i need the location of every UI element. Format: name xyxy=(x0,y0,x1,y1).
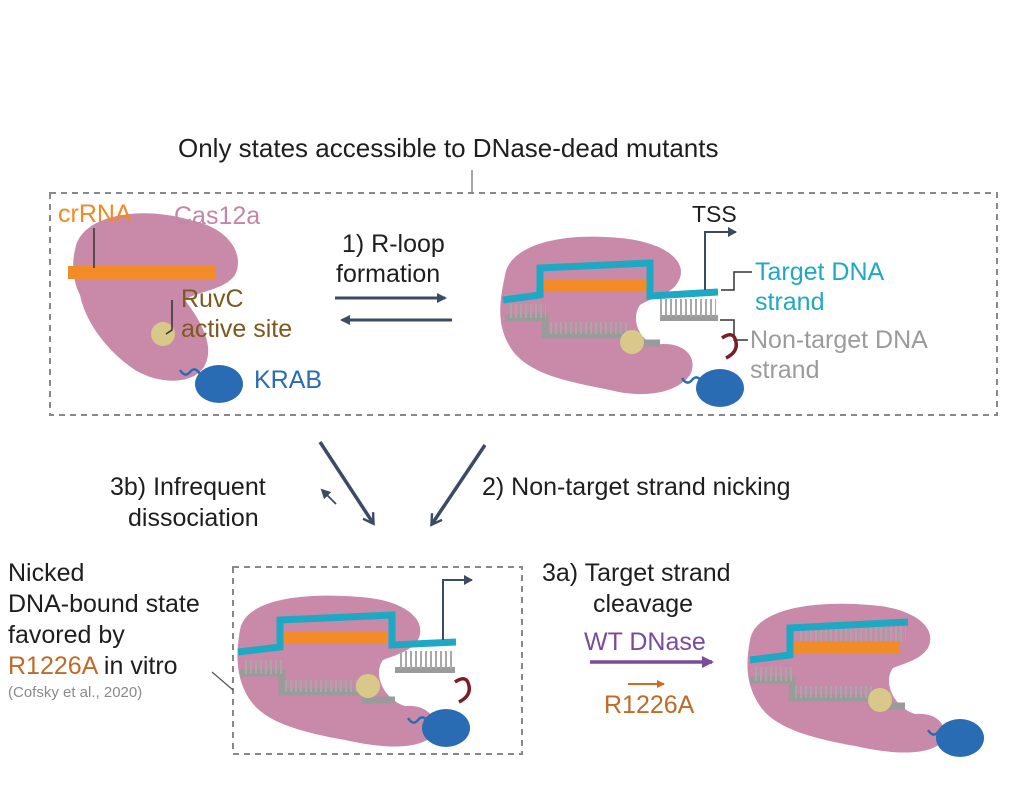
tss-arrow xyxy=(704,227,737,290)
crrna-strand xyxy=(68,266,216,279)
r1226a-label: R1226A xyxy=(604,691,695,719)
nicked-tail-label: in vitro xyxy=(103,652,178,680)
step3a-label-line1: 3a) Target strand xyxy=(542,559,731,587)
nicked-mutant-label: R1226A xyxy=(8,652,97,680)
ruvc-label-line2: active site xyxy=(181,315,293,343)
cas12a-apo-state xyxy=(68,213,243,403)
accessible-states-box xyxy=(49,192,998,416)
target-strand-label-line1: Target DNA xyxy=(755,258,885,286)
rloop-state xyxy=(500,227,752,407)
cleaved-state xyxy=(747,603,984,757)
step2-label: 2) Non-target strand nicking xyxy=(482,473,791,501)
nicked-label-line4: R1226A in vitro xyxy=(8,652,178,681)
step1-label-line1: 1) R-loop xyxy=(342,230,445,258)
non-target-strand-label-line1: Non-target DNA xyxy=(750,326,928,354)
nicked-label-line3: favored by xyxy=(8,621,125,649)
crrna-label: crRNA xyxy=(58,200,132,228)
target-strand xyxy=(502,259,719,304)
krab-label: KRAB xyxy=(254,366,323,394)
nick-mark xyxy=(721,333,739,360)
wt-dnase-label: WT DNase xyxy=(584,628,706,656)
cas12a-protein-rloop xyxy=(500,236,693,395)
target-strand-label-line2: strand xyxy=(755,288,825,316)
nicking-arrow xyxy=(432,444,487,524)
non-target-strand-label-line2: strand xyxy=(750,356,820,384)
step3b-label-line2: dissociation xyxy=(128,504,259,532)
cas12a-protein xyxy=(73,213,238,381)
nicked-label-line2: DNA-bound state xyxy=(8,590,200,618)
cas12a-label: Cas12a xyxy=(174,202,261,230)
ruvc-label-line1: RuvC xyxy=(181,285,244,313)
ruvc-active-site xyxy=(151,322,175,346)
page-title: Only states accessible to DNase-dead mut… xyxy=(178,133,719,163)
nicked-state-box xyxy=(232,566,523,755)
nicked-state xyxy=(237,575,473,747)
krab-domain xyxy=(195,365,243,403)
nicked-label-line1: Nicked xyxy=(8,559,85,587)
dissociation-back-arrow xyxy=(320,488,337,505)
citation: (Cofsky et al., 2020) xyxy=(8,684,143,701)
step3b-label-line1: 3b) Infrequent xyxy=(110,473,266,501)
tss-label: TSS xyxy=(692,201,737,227)
step3a-label-line2: cleavage xyxy=(593,590,694,618)
dissociation-forward-arrow xyxy=(318,441,373,523)
step1-label-line2: formation xyxy=(336,260,441,288)
